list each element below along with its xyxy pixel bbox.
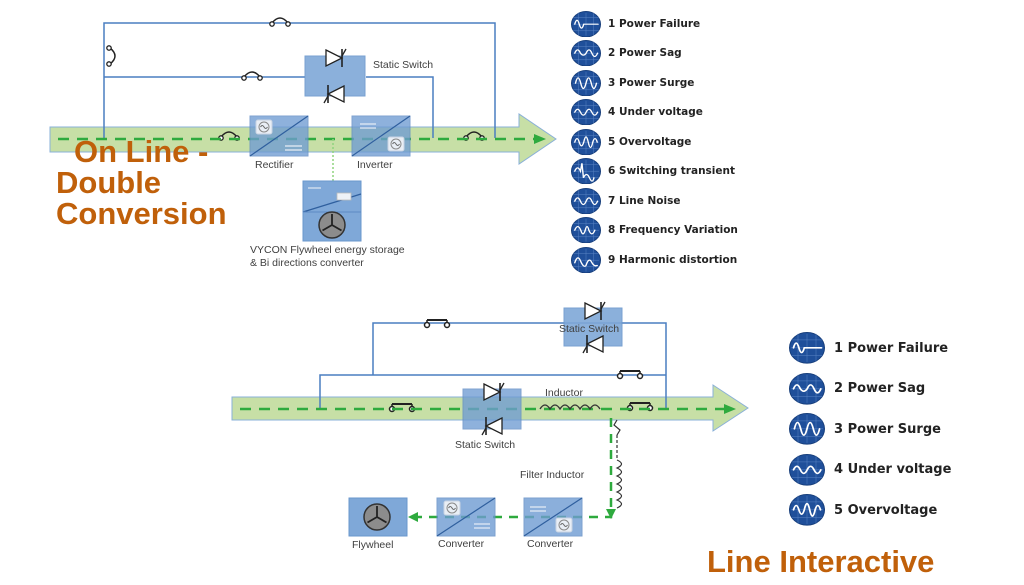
legend-item: 3 Power Surge	[789, 409, 951, 450]
converter-left-label: Converter	[438, 538, 485, 550]
static-switch-top	[304, 48, 366, 104]
legend-item: 7 Line Noise	[571, 186, 738, 216]
input-breaker-icon	[106, 45, 116, 67]
waveform-power-sag-icon	[571, 40, 601, 67]
flow-arrowhead-icon	[534, 134, 546, 144]
waveform-under-voltage-icon	[571, 99, 601, 126]
static-switch-breaker-icon	[241, 71, 263, 81]
legend-item: 6 Switching transient	[571, 157, 738, 187]
converter-left-box	[436, 497, 496, 537]
waveform-overvoltage-icon	[789, 494, 825, 527]
converter-right-box	[523, 497, 583, 537]
vycon-flywheel-box	[302, 180, 362, 242]
flywheel-box	[348, 497, 408, 537]
rectifier-box	[249, 115, 309, 157]
legend-item: 2 Power Sag	[789, 369, 951, 410]
legend-label: 4 Under voltage	[834, 462, 952, 478]
converter-right-label: Converter	[527, 538, 574, 550]
bypass-wire-outer	[103, 22, 496, 138]
filter-inductor-coil-icon	[613, 419, 623, 509]
legend-item: 2 Power Sag	[571, 39, 738, 69]
bypass-breaker-icon	[269, 17, 291, 27]
power-problems-legend-bottom: 1 Power Failure 2 Power Sag 3 Power Surg…	[789, 328, 951, 531]
static-switch-output-wire	[366, 76, 434, 138]
static-switch-main-label: Static Switch	[455, 439, 515, 451]
waveform-power-sag-icon	[789, 372, 825, 405]
waveform-switching-transient-icon	[571, 158, 601, 185]
inductor-coil-icon	[539, 404, 601, 411]
legend-label: 1 Power Failure	[834, 340, 949, 356]
inductor-label: Inductor	[545, 387, 583, 399]
legend-item: 1 Power Failure	[789, 328, 951, 369]
flywheel-storage-label-line2: & Bi directions converter	[250, 257, 364, 269]
waveform-power-failure-icon	[571, 10, 601, 37]
legend-label: 2 Power Sag	[608, 47, 682, 60]
line-interactive-title: Line Interactive	[707, 544, 935, 579]
legend-label: 3 Power Surge	[608, 76, 695, 89]
legend-item: 3 Power Surge	[571, 68, 738, 98]
waveform-line-noise-icon	[571, 187, 601, 214]
static-switch-bypass-label: Static Switch	[559, 323, 619, 335]
legend-label: 9 Harmonic distortion	[608, 253, 738, 266]
legend-label: 6 Switching transient	[608, 165, 736, 178]
ac-sine-icon	[255, 119, 273, 135]
power-problems-legend-top: 1 Power Failure 2 Power Sag 3 Power Surg…	[571, 9, 738, 275]
flywheel-icon	[318, 211, 346, 239]
legend-item: 1 Power Failure	[571, 9, 738, 39]
legend-label: 3 Power Surge	[834, 421, 941, 437]
waveform-under-voltage-icon	[789, 453, 825, 486]
flow-arrowhead-icon	[724, 404, 736, 414]
legend-label: 8 Frequency Variation	[608, 224, 738, 237]
line-interactive-diagram: Static Switch Inductor Static Switch Fil…	[231, 301, 749, 551]
legend-label: 1 Power Failure	[608, 17, 701, 30]
title-line: On Line -	[74, 134, 209, 169]
online-double-conversion-title: On Line - Double Conversion	[56, 136, 227, 229]
legend-label: 7 Line Noise	[608, 194, 681, 207]
ac-sine-icon	[443, 500, 461, 516]
static-switch-main	[462, 382, 522, 436]
online-double-conversion-diagram: Static Switch Rectifier Inverter VYCON F…	[49, 17, 557, 269]
flow-arrowhead-icon	[606, 509, 616, 519]
rectifier-label: Rectifier	[255, 159, 294, 171]
bypass-wire-top	[372, 322, 667, 408]
waveform-power-failure-icon	[789, 332, 825, 365]
title-line: Conversion	[56, 196, 227, 231]
waveform-frequency-variation-icon	[571, 217, 601, 244]
legend-item: 4 Under voltage	[571, 98, 738, 128]
legend-item: 5 Overvoltage	[789, 490, 951, 531]
bypass-wire-middle	[319, 374, 666, 408]
title-line: Double	[56, 165, 162, 200]
flywheel-label: Flywheel	[352, 539, 393, 551]
legend-item: 4 Under voltage	[789, 450, 951, 491]
flow-arrowhead-icon	[408, 512, 418, 522]
legend-item: 5 Overvoltage	[571, 127, 738, 157]
waveform-overvoltage-icon	[571, 128, 601, 155]
legend-label: 4 Under voltage	[608, 106, 703, 119]
legend-item: 9 Harmonic distortion	[571, 245, 738, 275]
ac-sine-icon	[387, 136, 405, 152]
flywheel-icon	[363, 503, 391, 531]
waveform-power-surge-icon	[571, 69, 601, 96]
filter-inductor-label: Filter Inductor	[520, 469, 585, 481]
legend-label: 5 Overvoltage	[608, 135, 692, 148]
waveform-harmonic-distortion-icon	[571, 246, 601, 273]
legend-label: 2 Power Sag	[834, 381, 926, 397]
flywheel-storage-label-line1: VYCON Flywheel energy storage	[250, 244, 405, 256]
inverter-box	[351, 115, 411, 157]
inverter-label: Inverter	[357, 159, 393, 171]
legend-label: 5 Overvoltage	[834, 502, 938, 518]
static-switch-label: Static Switch	[373, 59, 433, 71]
static-switch-bypass	[563, 301, 623, 354]
ac-sine-icon	[555, 517, 573, 533]
legend-item: 8 Frequency Variation	[571, 216, 738, 246]
waveform-power-surge-icon	[789, 413, 825, 446]
